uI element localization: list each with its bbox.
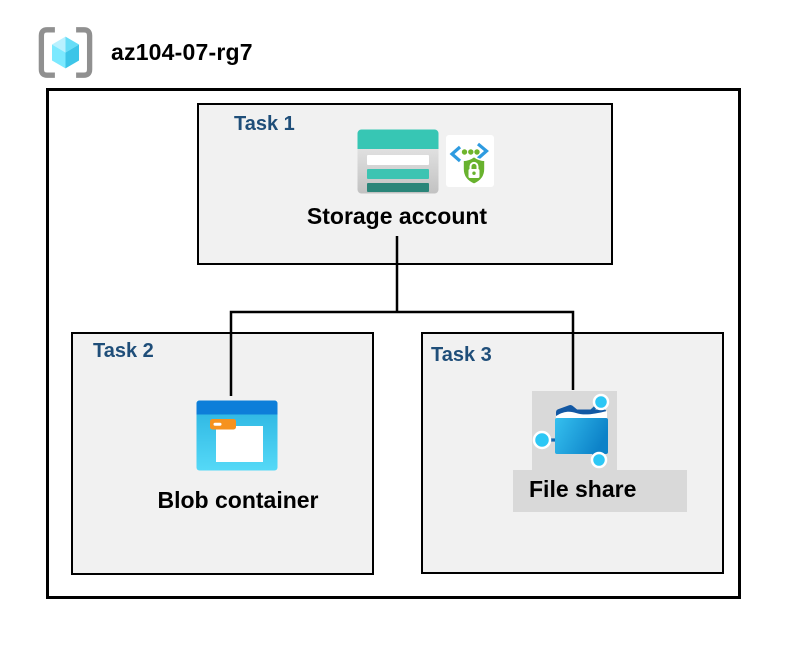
secure-endpoint-icon (446, 135, 494, 192)
storage-account-icon (357, 129, 439, 199)
file-share-label: File share (529, 476, 637, 502)
task-3-box: Task 3 File share (421, 332, 724, 574)
blob-container-icon (196, 400, 278, 476)
task-2-label: Task 2 (93, 340, 154, 362)
storage-account-label: Storage account (306, 203, 488, 229)
blob-container-label: Blob container (157, 487, 319, 513)
resource-group-name: az104-07-rg7 (111, 39, 253, 65)
task-1-label: Task 1 (234, 113, 295, 135)
task-3-label: Task 3 (431, 344, 492, 366)
file-share-label-backdrop: File share (513, 470, 687, 512)
resource-group-header: az104-07-rg7 (36, 24, 253, 81)
resource-group-icon (36, 25, 95, 80)
task-2-box: Task 2 Blob container (71, 332, 374, 575)
task-1-box: Task 1 (197, 103, 613, 265)
file-share-icon (532, 390, 617, 475)
